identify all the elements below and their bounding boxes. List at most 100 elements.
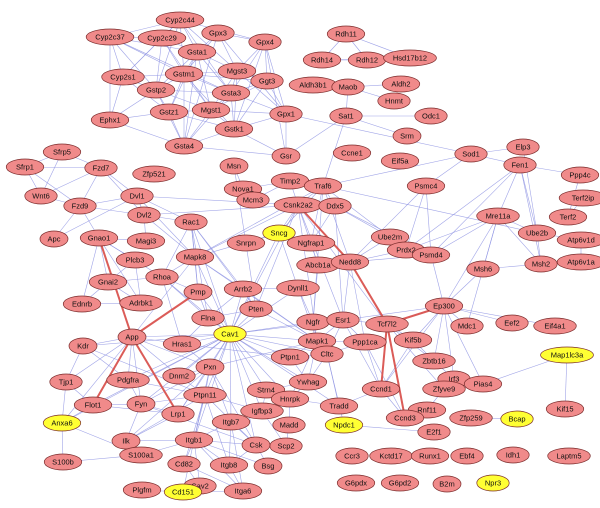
node-mre11a[interactable]: Mre11a xyxy=(476,207,520,225)
node-pxn[interactable]: Pxn xyxy=(195,358,225,376)
node-mapk8[interactable]: Mapk8 xyxy=(175,248,215,266)
node-dvl2[interactable]: Dvl2 xyxy=(127,206,161,224)
node-terf2[interactable]: Terf2 xyxy=(548,208,588,226)
node-laptm5[interactable]: Laptm5 xyxy=(547,447,591,465)
node-ccnd1[interactable]: Ccnd1 xyxy=(361,380,401,398)
node-rhoa[interactable]: Rhoa xyxy=(145,268,179,286)
node-psmd4[interactable]: Psmd4 xyxy=(411,246,451,264)
node-scp2[interactable]: Scp2 xyxy=(269,437,303,455)
node-fzd9[interactable]: Fzd9 xyxy=(63,197,97,215)
node-cyp2c44[interactable]: Cyp2c44 xyxy=(155,11,205,29)
node-g6pdx[interactable]: G6pdx xyxy=(336,474,376,492)
node-gsr[interactable]: Gsr xyxy=(271,147,301,165)
node-map1lc3a[interactable]: Map1lc3a xyxy=(540,346,594,364)
node-gnao1[interactable]: Gnao1 xyxy=(79,229,119,247)
node-gpx1[interactable]: Gpx1 xyxy=(269,105,303,123)
node-atp6v1d[interactable]: Atp6v1d xyxy=(556,231,600,249)
node-zbtb16[interactable]: Zbtb16 xyxy=(412,352,456,370)
node-dnm2[interactable]: Dnm2 xyxy=(162,367,196,385)
node-itgb8[interactable]: Itgb8 xyxy=(209,456,249,474)
node-fen1[interactable]: Fen1 xyxy=(503,156,537,174)
node-cyp2c29[interactable]: Cyp2c29 xyxy=(137,29,187,47)
node-mgst3[interactable]: Mgst3 xyxy=(217,62,257,80)
node-psmc4[interactable]: Psmc4 xyxy=(406,177,446,195)
node-magi3[interactable]: Magi3 xyxy=(126,232,166,250)
node-mgst1[interactable]: Mgst1 xyxy=(191,101,231,119)
node-idh1[interactable]: Idh1 xyxy=(496,446,530,464)
node-pias4[interactable]: Pias4 xyxy=(463,375,503,393)
node-cd82[interactable]: Cd82 xyxy=(167,455,201,473)
node-atp6v1a[interactable]: Atp6v1a xyxy=(556,253,600,271)
node-ccnd3[interactable]: Ccnd3 xyxy=(385,409,425,427)
node-aldh2[interactable]: Aldh2 xyxy=(381,75,421,93)
node-zfyve9[interactable]: Zfyve9 xyxy=(422,380,466,398)
node-npr3[interactable]: Npr3 xyxy=(476,474,510,492)
node-hsd17b12[interactable]: Hsd17b12 xyxy=(383,49,437,67)
node-mdc1[interactable]: Mdc1 xyxy=(450,317,484,335)
node-eef2[interactable]: Eef2 xyxy=(495,314,529,332)
node-anxa6[interactable]: Anxa6 xyxy=(42,414,82,432)
node-gstk1[interactable]: Gstk1 xyxy=(214,120,254,138)
node-kdr[interactable]: Kdr xyxy=(68,337,98,355)
node-apc[interactable]: Apc xyxy=(39,230,69,248)
node-pdgfra[interactable]: Pdgfra xyxy=(106,371,150,389)
node-ednrb[interactable]: Ednrb xyxy=(62,295,102,313)
node-hnmt[interactable]: Hnmt xyxy=(377,92,411,110)
node-csk[interactable]: Csk xyxy=(241,436,271,454)
node-tcf7l2[interactable]: Tcf7l2 xyxy=(365,315,409,333)
node-sncg[interactable]: Sncg xyxy=(262,224,296,242)
node-srm[interactable]: Srm xyxy=(392,127,422,145)
node-rdh11[interactable]: Rdh11 xyxy=(326,25,366,43)
node-s100b[interactable]: S100b xyxy=(43,453,83,471)
node-zfp259[interactable]: Zfp259 xyxy=(449,409,493,427)
node-ube2m[interactable]: Ube2m xyxy=(370,228,410,246)
node-eif5a[interactable]: Eif5a xyxy=(380,152,420,170)
node-wnt6[interactable]: Wnt6 xyxy=(24,187,58,205)
node-npdc1[interactable]: Npdc1 xyxy=(324,416,364,434)
node-fzd7[interactable]: Fzd7 xyxy=(84,159,118,177)
node-eif4a1[interactable]: Eif4a1 xyxy=(533,317,577,335)
node-hras1[interactable]: Hras1 xyxy=(162,335,202,353)
node-b2m[interactable]: B2m xyxy=(432,475,462,493)
node-flot1[interactable]: Flot1 xyxy=(73,396,113,414)
node-dynll1[interactable]: Dynll1 xyxy=(276,279,320,297)
node-csnk2a2[interactable]: Csnk2a2 xyxy=(273,196,323,214)
node-ephx1[interactable]: Ephx1 xyxy=(90,111,130,129)
node-ggt3[interactable]: Ggt3 xyxy=(250,72,284,90)
node-pmp[interactable]: Pmp xyxy=(183,283,213,301)
node-madd[interactable]: Madd xyxy=(272,416,306,434)
node-rdh14[interactable]: Rdh14 xyxy=(302,51,342,69)
node-e2f1[interactable]: E2f1 xyxy=(417,423,451,441)
node-plcb3[interactable]: Plcb3 xyxy=(115,251,155,269)
node-sat1[interactable]: Sat1 xyxy=(329,107,363,125)
node-ccne1[interactable]: Ccne1 xyxy=(332,144,372,162)
node-runx1[interactable]: Runx1 xyxy=(410,447,450,465)
node-igfbp3[interactable]: Igfbp3 xyxy=(240,402,284,420)
node-snrpn[interactable]: Snrpn xyxy=(226,234,266,252)
node-cyp2s1[interactable]: Cyp2s1 xyxy=(101,68,145,86)
node-arrb2[interactable]: Arrb2 xyxy=(223,280,263,298)
node-terf2ip[interactable]: Terf2ip xyxy=(558,189,600,207)
node-itgb7[interactable]: Itgb7 xyxy=(211,413,251,431)
node-sfrp5[interactable]: Sfrp5 xyxy=(42,143,82,161)
node-traf6[interactable]: Traf6 xyxy=(303,177,343,195)
node-app[interactable]: App xyxy=(117,328,147,346)
node-hnrpk[interactable]: Hnrpk xyxy=(270,390,310,408)
node-ep300[interactable]: Ep300 xyxy=(424,297,464,315)
node-msn[interactable]: Msn xyxy=(219,157,249,175)
node-dvl1[interactable]: Dvl1 xyxy=(120,187,154,205)
node-gstz1[interactable]: Gstz1 xyxy=(149,103,189,121)
node-esr1[interactable]: Esr1 xyxy=(326,311,360,329)
node-ppp1ca[interactable]: Ppp1ca xyxy=(343,333,387,351)
node-rdh12[interactable]: Rdh12 xyxy=(347,51,387,69)
node-maob[interactable]: Maob xyxy=(331,78,365,96)
node-mcm3[interactable]: Mcm3 xyxy=(236,191,270,209)
node-adrbk1[interactable]: Adrbk1 xyxy=(119,294,163,312)
node-gsta4[interactable]: Gsta4 xyxy=(164,137,204,155)
node-fyn[interactable]: Fyn xyxy=(126,395,156,413)
node-ngfrap1[interactable]: Ngfrap1 xyxy=(286,234,336,252)
node-ngfr[interactable]: Ngfr xyxy=(296,313,330,331)
node-ptpn11[interactable]: Ptpn11 xyxy=(183,386,227,404)
node-ccr3[interactable]: Ccr3 xyxy=(335,447,369,465)
node-bsg[interactable]: Bsg xyxy=(253,457,283,475)
